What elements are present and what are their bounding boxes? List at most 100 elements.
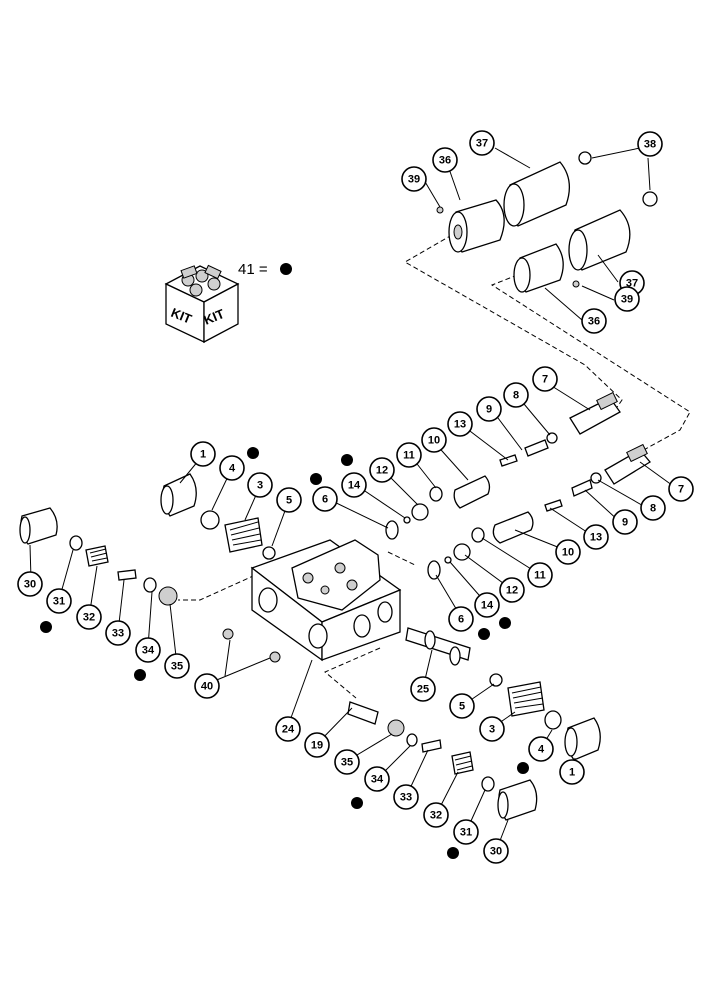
callout-circle [135,637,161,663]
callout-39-c39b: 39 [614,286,640,312]
callout-circle [469,130,495,156]
callout-circle [532,366,558,392]
callout-circle [448,606,474,632]
callout-4-c4a: 4 [219,455,245,481]
callout-number: 38 [644,139,656,151]
callout-number: 5 [459,701,465,713]
lower-right-parts [405,627,601,761]
callout-number: 8 [513,390,519,402]
callout-number: 13 [590,532,602,544]
callout-circle [334,749,360,775]
kit-box-icon: KIT KIT [164,264,240,344]
callout-number: 37 [476,138,488,150]
callout-25-c25: 25 [410,676,436,702]
callout-number: 32 [430,810,442,822]
callout-number: 14 [481,600,494,612]
callout-35-c35b: 35 [334,749,360,775]
callout-13-c13b: 13 [583,524,609,550]
callout-number: 30 [24,579,36,591]
callout-4-c4b: 4 [528,736,554,762]
callout-number: 35 [341,757,353,769]
callout-circle [583,524,609,550]
callout-19-c19: 19 [304,732,330,758]
callout-6-c6a: 6 [312,486,338,512]
callout-3-c3b: 3 [479,716,505,742]
callout-34-c34b: 34 [364,766,390,792]
callout-number: 31 [53,596,65,608]
callout-12-c12a: 12 [369,457,395,483]
callout-circle [614,286,640,312]
callout-9-c9b: 9 [612,509,638,535]
callout-13-c13a: 13 [447,411,473,437]
callout-number: 25 [417,684,429,696]
kit-label-left: KIT [169,305,194,327]
callout-circle [393,784,419,810]
upper-spool-row [385,391,621,540]
callout-circle [581,308,607,334]
callout-number: 32 [83,612,95,624]
callout-8-c8b: 8 [640,495,666,521]
callout-number: 11 [403,450,415,462]
callout-circle [432,147,458,173]
callout-31-c31a: 31 [46,588,72,614]
callout-circle [219,455,245,481]
callout-number: 10 [428,435,440,447]
callout-circle [421,427,447,453]
callout-number: 6 [322,494,328,506]
callout-circle [503,382,529,408]
callout-circle [194,673,220,699]
callout-7-c7a: 7 [532,366,558,392]
callout-number: 6 [458,614,464,626]
callout-number: 40 [201,681,213,693]
callout-5-c5a: 5 [276,487,302,513]
callout-circle [396,442,422,468]
callout-30-c30b: 30 [483,838,509,864]
callout-40-c40: 40 [194,673,220,699]
callout-24-c24: 24 [275,716,301,742]
callout-circle [476,396,502,422]
callout-circle [453,819,479,845]
callout-circle [668,476,694,502]
callout-7-c7b: 7 [668,476,694,502]
callout-number: 34 [142,645,155,657]
callout-number: 4 [538,744,545,756]
callout-circle [499,577,525,603]
callout-circle [190,441,216,467]
callout-number: 13 [454,419,466,431]
callout-number: 31 [460,827,472,839]
callout-number: 36 [439,155,451,167]
kit-label-right: KIT [202,306,227,328]
callout-33-c33a: 33 [105,620,131,646]
callout-circle [105,620,131,646]
callout-circle [276,487,302,513]
callout-circle [640,495,666,521]
callout-circle [559,759,585,785]
valve-body [222,539,402,663]
left-fitting-parts [19,507,178,606]
callout-12-c12b: 12 [499,577,525,603]
callout-10-c10a: 10 [421,427,447,453]
callout-number: 12 [506,585,518,597]
callout-number: 7 [678,484,684,496]
callout-14-c14a: 14 [341,472,367,498]
callout-8-c8a: 8 [503,382,529,408]
callout-circle [247,472,273,498]
callout-number: 34 [371,774,384,786]
callout-number: 8 [650,503,656,515]
callout-36-c36a: 36 [432,147,458,173]
kit-legend-dot [280,263,292,275]
callout-number: 19 [311,740,323,752]
callout-33-c33b: 33 [393,784,419,810]
callout-10-c10b: 10 [555,539,581,565]
callout-number: 1 [569,767,575,779]
top-sleeve-assembly [436,151,658,293]
callout-number: 3 [489,724,495,736]
callout-31-c31b: 31 [453,819,479,845]
callout-circle [483,838,509,864]
callout-circle [423,802,449,828]
callout-number: 36 [588,316,600,328]
callout-circle [275,716,301,742]
callout-35-c35a: 35 [164,653,190,679]
callout-37-c37a: 37 [469,130,495,156]
